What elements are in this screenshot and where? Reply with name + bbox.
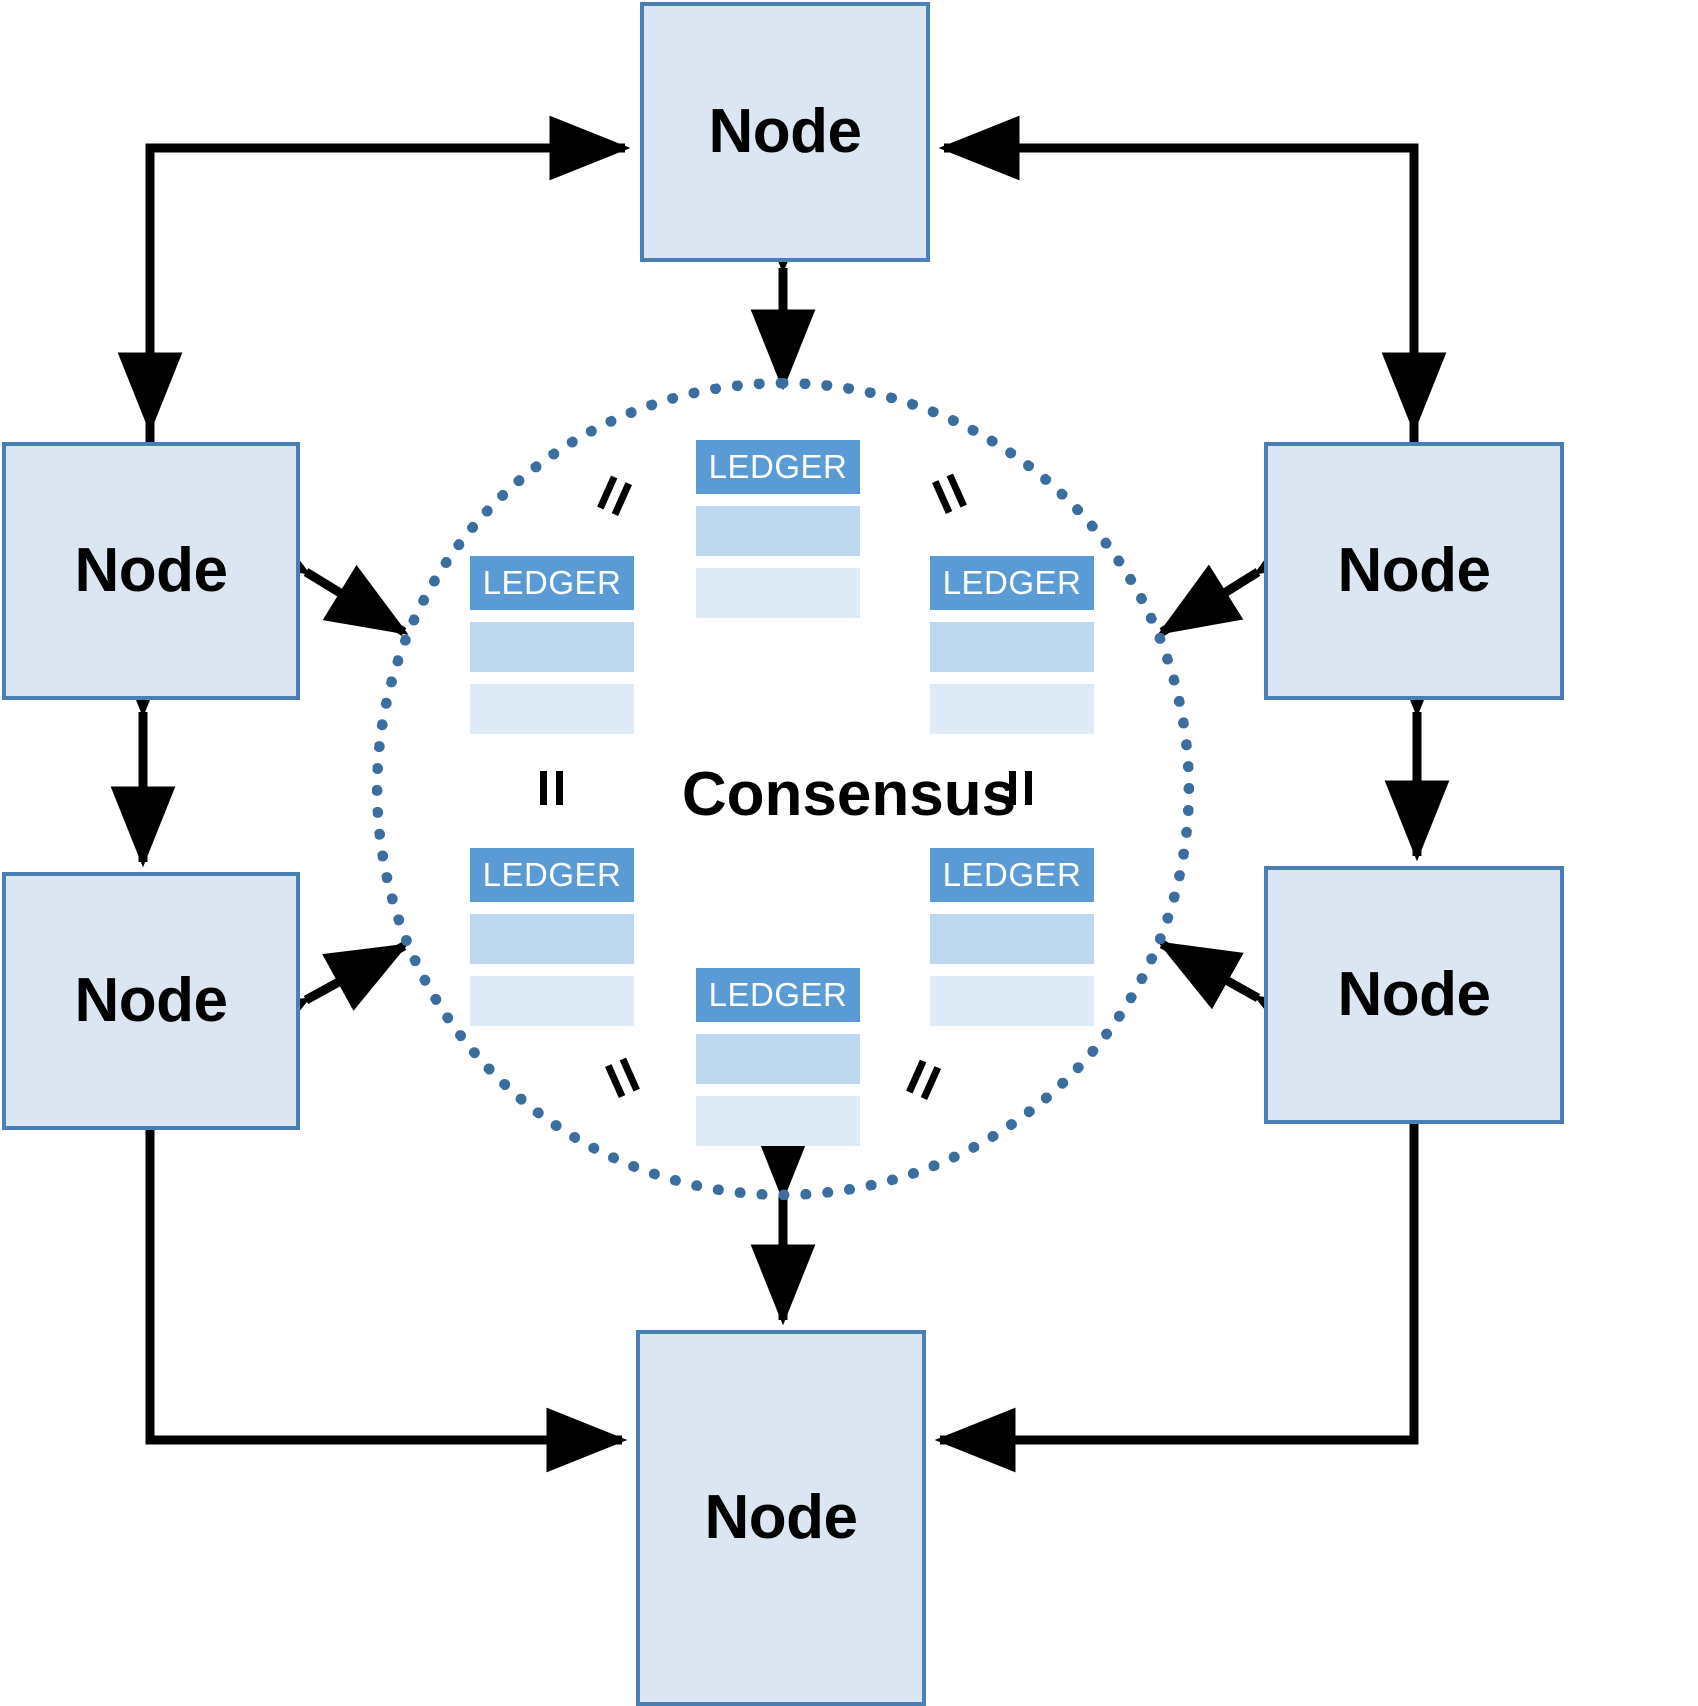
ledger-row xyxy=(930,622,1094,672)
ledger-header-label: LEDGER xyxy=(930,848,1094,902)
ledger-card-lower-right: LEDGER xyxy=(930,848,1094,1026)
node-label: Node xyxy=(1337,960,1492,1029)
ledger-header-label: LEDGER xyxy=(470,848,634,902)
node-label: Node xyxy=(1337,536,1492,605)
spoke-right-upper xyxy=(1157,504,1340,636)
ledger-card-lower-left: LEDGER xyxy=(470,848,634,1026)
node-box-right-lower[interactable]: Node xyxy=(1264,866,1564,1124)
ledger-header-label: LEDGER xyxy=(930,556,1094,610)
spoke-right-lower xyxy=(1157,940,1340,1064)
ledger-card-upper-right: LEDGER xyxy=(930,556,1094,734)
edge-leftlower-to-bottom xyxy=(145,1130,628,1473)
spoke-left-upper xyxy=(224,504,409,636)
ledger-header-label: LEDGER xyxy=(696,968,860,1022)
node-label: Node xyxy=(74,536,229,605)
ledger-header-label: LEDGER xyxy=(470,556,634,610)
ledger-card-bottom: LEDGER xyxy=(696,968,860,1146)
ledger-row xyxy=(930,684,1094,734)
node-box-right-upper[interactable]: Node xyxy=(1264,442,1564,700)
ledger-card-upper-left: LEDGER xyxy=(470,556,634,734)
node-box-left-upper[interactable]: Node xyxy=(2,442,300,700)
node-box-bottom[interactable]: Node xyxy=(636,1330,926,1706)
node-box-left-lower[interactable]: Node xyxy=(2,872,300,1130)
ledger-row xyxy=(696,1034,860,1084)
ledger-row xyxy=(470,914,634,964)
ledger-row xyxy=(696,506,860,556)
node-box-top[interactable]: Node xyxy=(640,2,930,262)
ledger-row xyxy=(470,976,634,1026)
ledger-header-label: LEDGER xyxy=(696,440,860,494)
spoke-left-lower xyxy=(224,942,409,1065)
ledger-row xyxy=(696,568,860,618)
ledger-card-top: LEDGER xyxy=(696,440,860,618)
edge-rightupper-to-top xyxy=(938,115,1419,442)
ledger-row xyxy=(696,1096,860,1146)
edge-leftupper-to-top xyxy=(145,115,631,442)
ledger-row xyxy=(930,914,1094,964)
ledger-row xyxy=(470,622,634,672)
ledger-row xyxy=(930,976,1094,1026)
ledger-row xyxy=(470,684,634,734)
node-label: Node xyxy=(704,1483,859,1552)
node-label: Node xyxy=(74,966,229,1035)
consensus-label: Consensus xyxy=(681,760,1017,829)
edge-rightlower-to-bottom xyxy=(934,1124,1419,1473)
node-label: Node xyxy=(708,97,863,166)
